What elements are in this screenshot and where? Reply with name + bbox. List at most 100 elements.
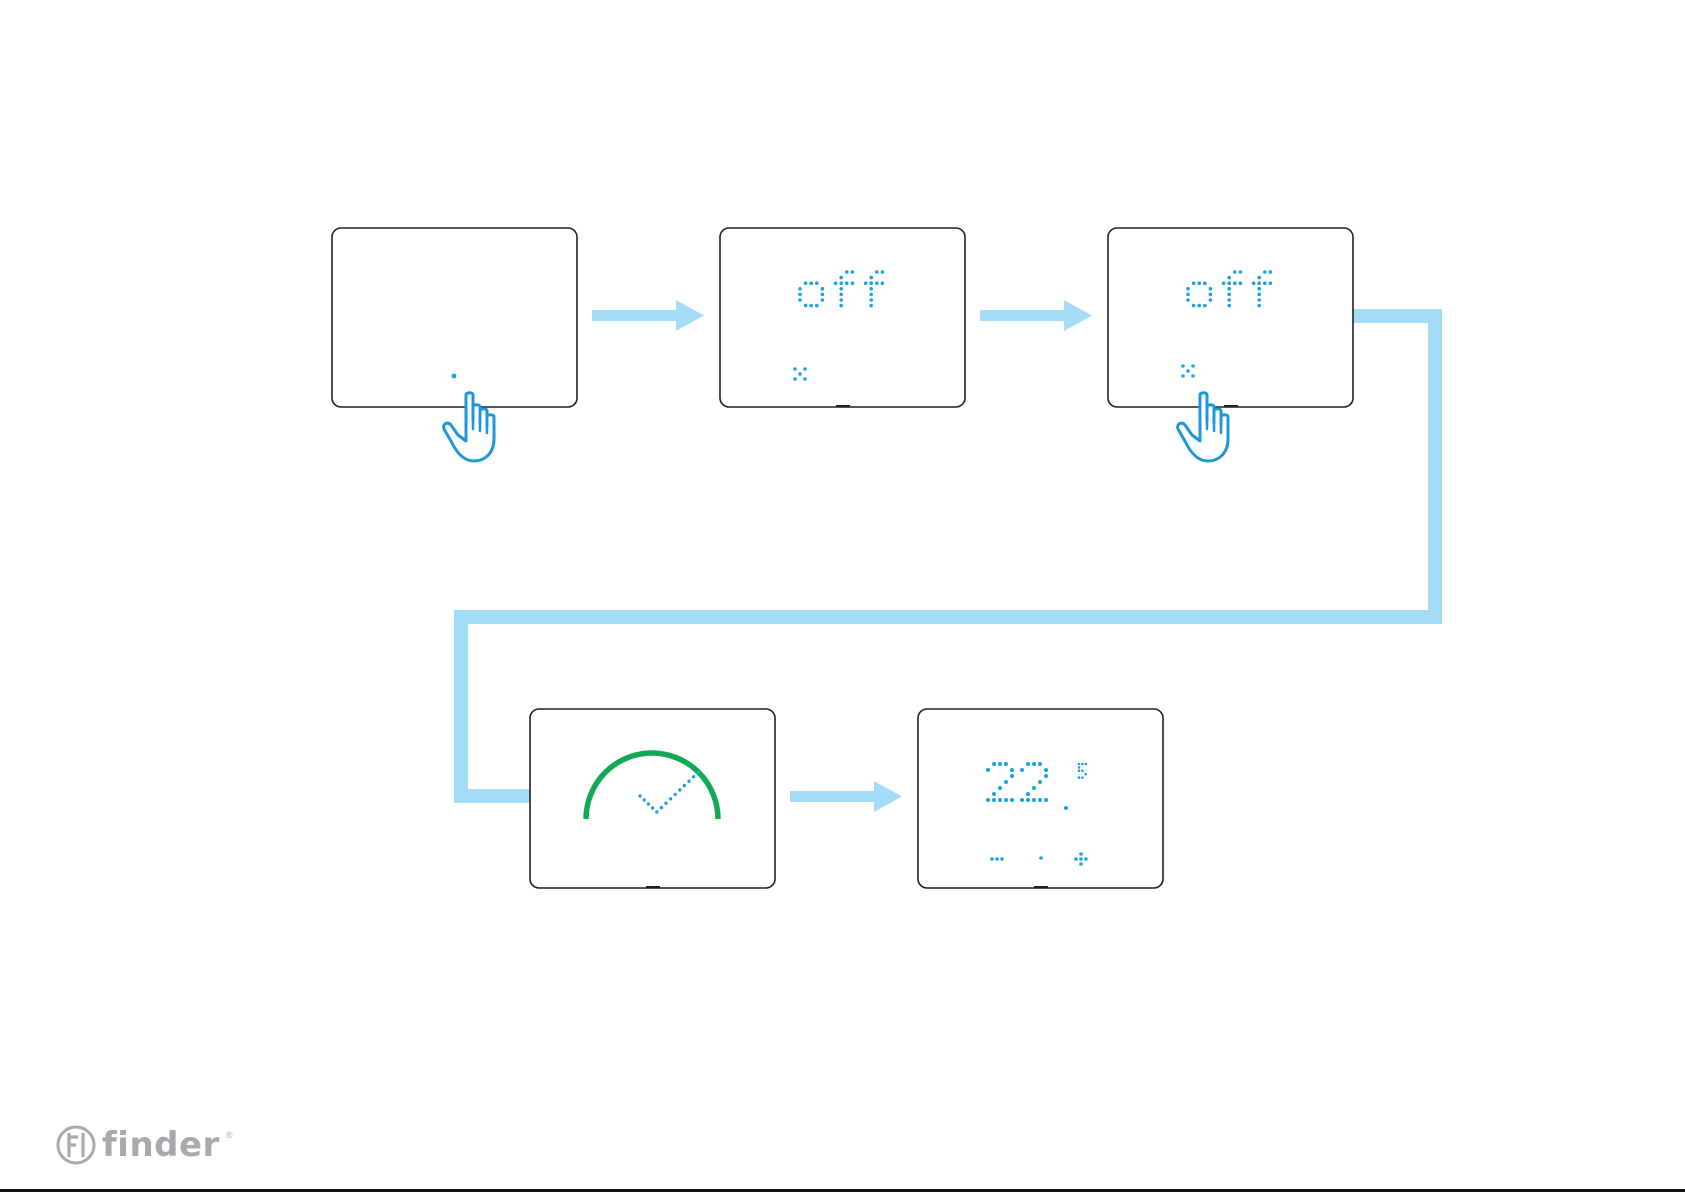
brand-logo: finder ® <box>56 1124 232 1166</box>
display-dot-f <box>1227 304 1231 308</box>
display-dot-o <box>1203 304 1207 308</box>
display-dot-f <box>1257 304 1261 308</box>
display-dot-o <box>821 293 825 297</box>
display-dot-f <box>1227 293 1231 297</box>
right-arrow-icon <box>980 300 1092 331</box>
display-dot-f <box>839 276 843 280</box>
display-dot-f <box>834 281 838 285</box>
display-dot-2 <box>1004 762 1008 766</box>
display-dot-o <box>815 281 819 285</box>
display-dot-5 <box>1078 766 1081 769</box>
display-dot-f <box>1227 281 1231 285</box>
indicator-dot <box>1181 364 1185 368</box>
display-dot-f <box>875 270 879 274</box>
display-dot-2 <box>1044 798 1048 802</box>
display-dot-f <box>1227 287 1231 291</box>
display-dot-o <box>1186 293 1190 297</box>
status-dot <box>1079 857 1083 861</box>
display-dot-2 <box>1032 786 1036 790</box>
display-dot-f <box>839 298 843 302</box>
display-dot-o <box>798 298 802 302</box>
display-dot-o <box>1186 287 1190 291</box>
display-dot-f <box>869 293 873 297</box>
status-dot <box>1039 856 1043 860</box>
display-dot-o <box>798 293 802 297</box>
indicator-dot <box>803 367 807 371</box>
display-dot-f <box>1257 287 1261 291</box>
display-dot-f <box>1269 281 1273 285</box>
display-dot-2 <box>1038 798 1042 802</box>
display-dot-5 <box>1085 773 1088 776</box>
display-dot-2 <box>1010 774 1014 778</box>
status-dot <box>1079 862 1083 866</box>
display-dot-o <box>804 304 808 308</box>
display-dot-o <box>1197 304 1201 308</box>
display-dot-f <box>851 281 855 285</box>
display-dot-f <box>869 287 873 291</box>
display-dot-2 <box>998 786 1002 790</box>
display-dot-o <box>1192 281 1196 285</box>
display-dot-o <box>1209 287 1213 291</box>
right-arrow-icon <box>790 781 902 812</box>
display-dot-f <box>839 287 843 291</box>
display-dot-f <box>1227 298 1231 302</box>
display-dot-o <box>821 298 825 302</box>
display-dot-2 <box>1032 798 1036 802</box>
display-dot-f <box>845 281 849 285</box>
display-dot-f <box>1263 270 1267 274</box>
display-dot-f <box>1239 281 1243 285</box>
device-screen-5 <box>918 709 1163 888</box>
display-dot-2 <box>1026 798 1030 802</box>
device-screen-2 <box>720 228 965 407</box>
display-dot-o <box>809 304 813 308</box>
status-dot <box>1074 857 1078 861</box>
display-dot-2 <box>992 792 996 796</box>
display-dot-2 <box>992 798 996 802</box>
display-dot-f <box>869 304 873 308</box>
indicator-dot <box>1191 364 1195 368</box>
check-dot <box>674 793 677 796</box>
display-dot-f <box>1222 281 1226 285</box>
check-dot <box>669 797 672 800</box>
display-dot-2 <box>1038 762 1042 766</box>
display-dot-o <box>815 304 819 308</box>
check-dot <box>660 806 663 809</box>
display-dot-5 <box>1081 763 1084 766</box>
check-dot <box>664 802 667 805</box>
display-dot-2 <box>1044 768 1048 772</box>
device-screen-1 <box>332 228 577 407</box>
display-dot-2 <box>992 762 996 766</box>
display-dot-f <box>864 281 868 285</box>
status-dot <box>990 857 994 861</box>
display-dot-o <box>1197 281 1201 285</box>
check-dot <box>697 771 700 774</box>
display-dot-2 <box>1038 780 1042 784</box>
right-arrow-icon <box>592 300 704 331</box>
display-dot-o <box>821 287 825 291</box>
display-dot-o <box>1209 293 1213 297</box>
display-dot-f <box>839 281 843 285</box>
status-dot <box>1000 857 1004 861</box>
device-screen-4 <box>530 709 775 888</box>
status-dot <box>995 857 999 861</box>
display-dot-2 <box>1026 762 1030 766</box>
display-dot-2 <box>1032 762 1036 766</box>
display-dot-2 <box>1010 798 1014 802</box>
display-dot-f <box>845 270 849 274</box>
display-dot-f <box>869 298 873 302</box>
display-dot-2 <box>1026 792 1030 796</box>
display-dot-f <box>1252 281 1256 285</box>
display-dot-f <box>869 276 873 280</box>
display-dot-f <box>1233 281 1237 285</box>
display-dot-f <box>1269 270 1273 274</box>
display-dot-f <box>1227 276 1231 280</box>
display-dot-5 <box>1081 770 1084 773</box>
registered-mark: ® <box>226 1130 233 1140</box>
display-dot-2 <box>1010 768 1014 772</box>
display-dot-5 <box>1078 776 1081 779</box>
status-dot <box>1079 852 1083 856</box>
display-dot-2 <box>1020 768 1024 772</box>
indicator-dot <box>1181 374 1185 378</box>
display-dot-f <box>1239 270 1243 274</box>
display-dot-2 <box>1004 798 1008 802</box>
